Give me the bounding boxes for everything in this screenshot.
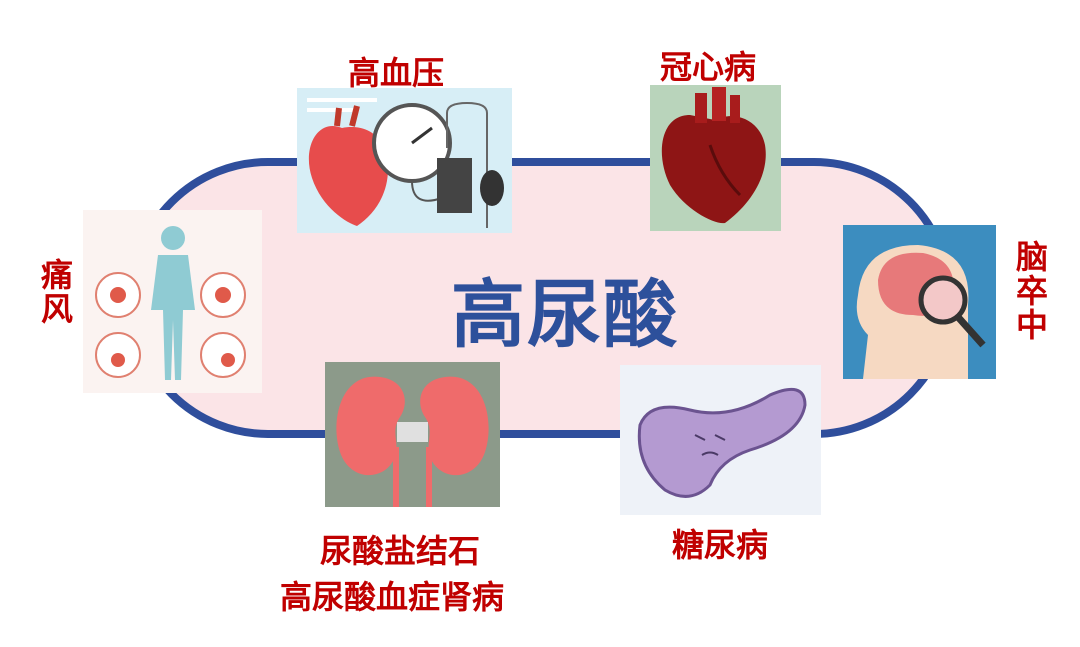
label-stroke: 脑卒中 <box>1011 240 1049 342</box>
label-diabetes: 糖尿病 <box>672 526 769 564</box>
stroke-brain-illustration <box>843 225 996 379</box>
gout-illustration <box>83 210 262 393</box>
heart-illustration <box>650 85 781 231</box>
label-hypertension: 高血压 <box>348 54 445 92</box>
central-pill-shape <box>128 158 954 438</box>
hypertension-illustration <box>297 88 512 233</box>
pancreas-illustration <box>620 365 821 515</box>
center-title: 高尿酸 <box>451 272 679 358</box>
label-gout: 痛风 <box>36 258 74 326</box>
kidney-illustration <box>325 362 500 507</box>
label-urate-stones: 尿酸盐结石 <box>320 532 481 570</box>
label-hyperuricemic-nephropathy: 高尿酸血症肾病 <box>280 578 505 616</box>
label-coronary-heart-disease: 冠心病 <box>660 48 757 86</box>
